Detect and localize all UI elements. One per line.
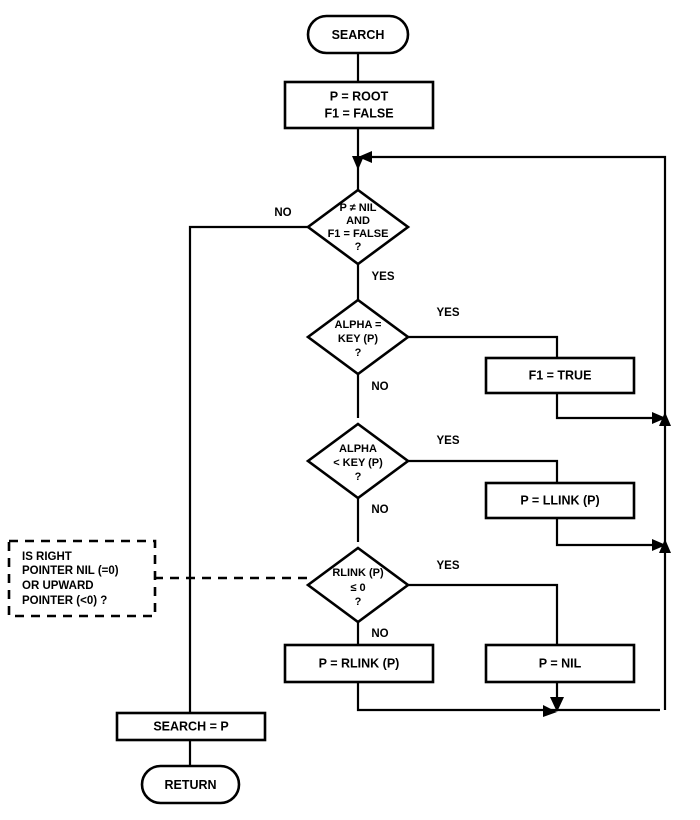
set-p-nil-shape (484, 643, 636, 684)
node-return-terminal[interactable]: RETURN (140, 764, 241, 805)
node-set-flag-true[interactable]: F1 = TRUE (484, 356, 636, 395)
return-terminal-shape (140, 764, 241, 805)
edge-label-equal-yes: YES (436, 307, 459, 319)
edge-less-yes-to-llink (408, 459, 559, 483)
assign-result-shape (115, 711, 267, 742)
loop-condition-line4: ? (355, 241, 362, 253)
node-less-condition[interactable]: ALPHA < KEY (P) ? (305, 422, 411, 500)
edge-equal-yes-to-flag (408, 335, 559, 358)
less-condition-shape (305, 422, 411, 500)
arrowhead-into-loop-junction (352, 156, 364, 170)
less-condition-line1: ALPHA (339, 443, 377, 455)
edge-label-equal-no: NO (371, 381, 388, 393)
equal-condition-shape (305, 298, 411, 376)
set-p-nil-label: P = NIL (539, 656, 582, 670)
connector-layer (154, 53, 671, 766)
start-terminal-shape (306, 14, 410, 55)
set-flag-true-shape (484, 356, 636, 395)
comment-note-line4: POINTER (<0) ? (22, 595, 107, 607)
arrowhead-bottom-merge-right (543, 705, 557, 717)
less-condition-line2: < KEY (P) (333, 457, 383, 469)
go-right-shape (283, 643, 435, 684)
comment-note-line3: OR UPWARD (22, 580, 94, 592)
arrowhead-trunk-up-at-flag (659, 412, 671, 426)
rlink-condition-line1: RLINK (P) (332, 567, 384, 579)
node-init-process[interactable]: P = ROOT F1 = FALSE (283, 80, 435, 130)
edge-label-less-yes: YES (436, 435, 459, 447)
loop-condition-line3: F1 = FALSE (328, 228, 389, 240)
less-condition-line3: ? (355, 471, 362, 483)
go-right-label: P = RLINK (P) (319, 656, 400, 670)
equal-condition-line3: ? (355, 347, 362, 359)
equal-condition-line1: ALPHA = (335, 319, 382, 331)
arrowhead-trunk-up-at-llink (659, 539, 671, 553)
node-assign-result[interactable]: SEARCH = P (115, 711, 267, 742)
edge-label-loop-no: NO (274, 207, 291, 219)
assign-result-label: SEARCH = P (153, 719, 228, 733)
go-left-shape (484, 481, 636, 520)
edge-llink-to-right-trunk (555, 518, 660, 547)
set-flag-true-label: F1 = TRUE (529, 368, 592, 382)
arrowhead-pnil-down (550, 697, 564, 712)
node-equal-condition[interactable]: ALPHA = KEY (P) ? (305, 298, 411, 376)
edge-label-loop-yes: YES (371, 271, 394, 283)
node-rlink-condition[interactable]: RLINK (P) ≤ 0 ? (305, 546, 411, 624)
edge-flag-to-right-trunk (555, 393, 660, 420)
edge-label-rlink-no: NO (371, 628, 388, 640)
node-go-right[interactable]: P = RLINK (P) (283, 643, 435, 684)
comment-note-shape (7, 539, 157, 618)
init-process-line1: P = ROOT (330, 89, 389, 103)
init-process-line2: F1 = FALSE (324, 106, 393, 120)
edge-loop-no-to-result (188, 225, 308, 713)
rlink-condition-shape (305, 546, 411, 624)
edge-label-layer: NO YES YES NO YES NO YES NO (274, 207, 459, 640)
comment-note-line2: POINTER NIL (=0) (22, 565, 119, 577)
rlink-condition-line2: ≤ 0 (350, 582, 365, 594)
loop-condition-shape (305, 188, 411, 266)
node-go-left[interactable]: P = LLINK (P) (484, 481, 636, 520)
node-set-p-nil[interactable]: P = NIL (484, 643, 636, 684)
start-terminal-label: SEARCH (332, 28, 385, 42)
node-start-terminal[interactable]: SEARCH (306, 14, 410, 55)
equal-condition-line2: KEY (P) (338, 333, 378, 345)
init-process-shape (283, 80, 435, 130)
arrowhead-llink-to-trunk (652, 539, 666, 551)
node-comment-note: IS RIGHT POINTER NIL (=0) OR UPWARD POIN… (7, 539, 157, 618)
rlink-condition-line3: ? (355, 596, 362, 608)
return-terminal-label: RETURN (164, 778, 216, 792)
comment-note-line1: IS RIGHT (22, 551, 72, 563)
arrowhead-return-into-junction (358, 151, 372, 163)
loop-condition-line2: AND (346, 215, 370, 227)
arrowhead-flag-to-trunk (652, 412, 666, 424)
edge-label-rlink-yes: YES (436, 560, 459, 572)
edge-rlink-yes-to-pnil (408, 583, 559, 645)
edge-rlinkbox-to-bottom-merge (356, 682, 660, 712)
node-loop-condition[interactable]: P ≠ NIL AND F1 = FALSE ? (305, 188, 411, 266)
go-left-label: P = LLINK (P) (520, 493, 599, 507)
loop-condition-line1: P ≠ NIL (339, 202, 376, 214)
edge-right-trunk-return (366, 155, 667, 710)
edge-label-less-no: NO (371, 504, 388, 516)
